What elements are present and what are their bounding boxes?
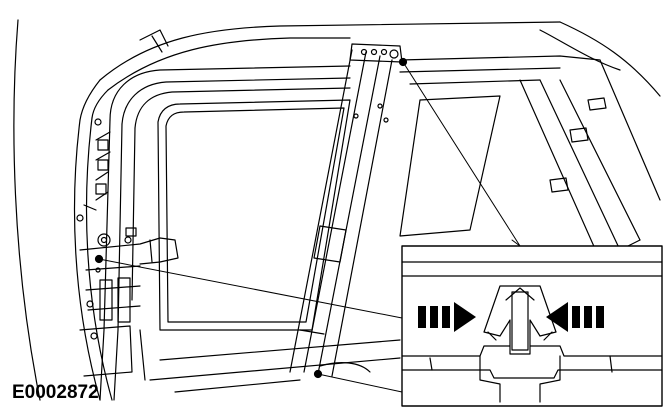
arrow-push-left-icon (546, 302, 604, 332)
figure-id-label: E0002872 (12, 382, 99, 403)
body-outer-panel (13, 19, 561, 401)
lower-sill (79, 227, 401, 393)
detail-callout (401, 245, 663, 407)
arrow-push-right-icon (418, 302, 476, 332)
front-door-frame (399, 21, 661, 261)
b-pillar (289, 43, 403, 377)
leader-lines (98, 61, 521, 393)
door-opening-frame (76, 65, 351, 401)
